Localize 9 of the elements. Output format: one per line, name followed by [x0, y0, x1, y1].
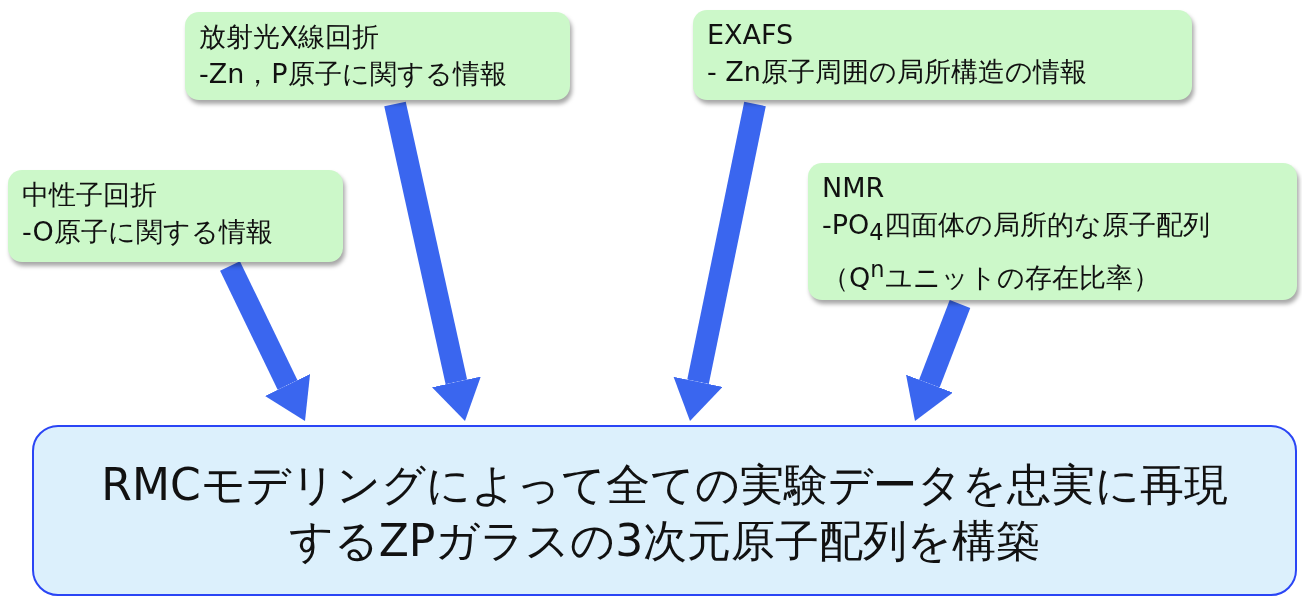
result-box: RMCモデリングによって全ての実験データを忠実に再現するZPガラスの3次元原子配列を構築 — [32, 425, 1297, 596]
arrow — [906, 300, 971, 421]
arrow — [673, 101, 766, 421]
arrow — [220, 261, 311, 421]
info-box: 中性子回折 -O原子に関する情報 — [8, 170, 343, 262]
info-box: NMR -PO$_{4}$四面体の局所的な原子配列 （Q$^{n}$ユニットの存在比率） — [808, 163, 1297, 300]
info-box: EXAFS - Zn原子周囲の局所構造の情報 — [693, 10, 1192, 100]
arrow — [384, 101, 481, 421]
info-box: 放射光X線回折 -Zn，P原子に関する情報 — [185, 12, 570, 100]
